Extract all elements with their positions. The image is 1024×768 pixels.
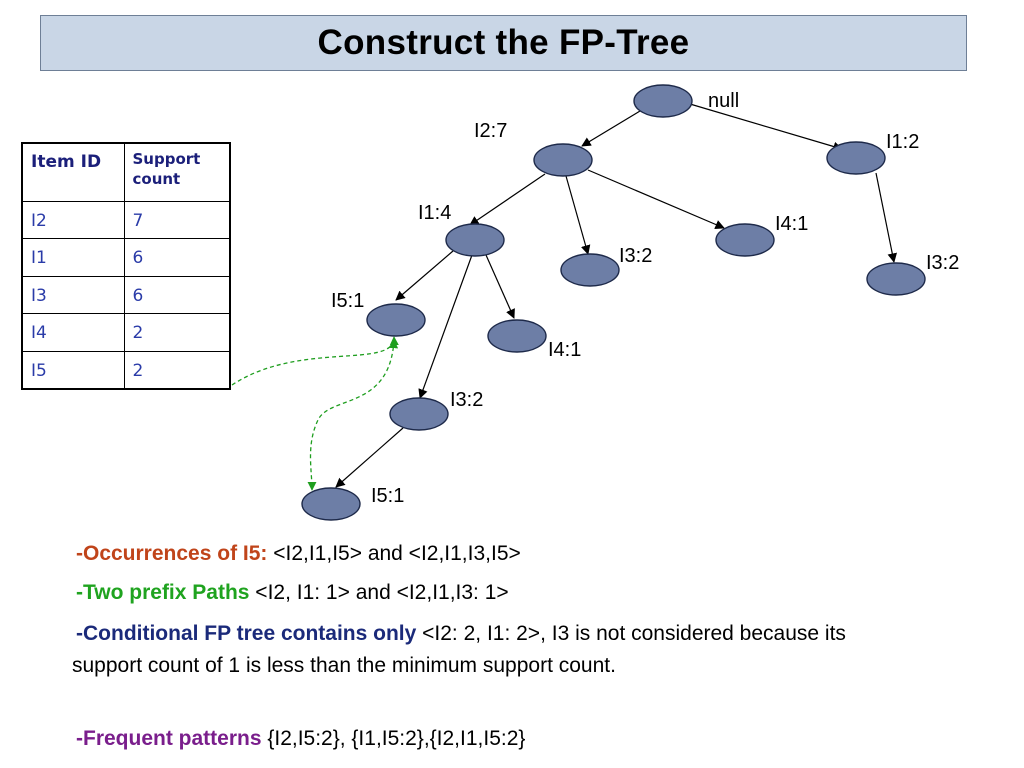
bullet-frequent-patterns: -Frequent patterns {I2,I5:2}, {I1,I5:2},… (76, 723, 525, 755)
node-link-i5-to-i5 (307, 339, 399, 491)
edge-i2-i4 (587, 169, 725, 230)
bullet-conditional-tree-head: -Conditional FP tree contains only (76, 622, 417, 645)
node-i1-top (826, 141, 886, 175)
slide-title: Construct the FP-Tree (317, 23, 690, 62)
item-cell: I4 (21, 313, 125, 352)
item-cell: I5 (21, 350, 125, 389)
label-root: null (708, 90, 739, 112)
edge-i1-i3 (418, 254, 473, 399)
count-cell: 7 (123, 200, 231, 239)
node-root (633, 84, 693, 118)
title-bar: Construct the FP-Tree (40, 15, 967, 71)
label-i3-a: I3:2 (619, 245, 652, 267)
edge-i1-i4 (485, 254, 515, 319)
edge-root-i2 (581, 110, 641, 147)
label-i1: I1:4 (418, 202, 451, 224)
bullet-conditional-tree-text: <I2: 2, I1: 2>, I3 is not considered bec… (72, 622, 846, 677)
node-i4-b (487, 319, 547, 353)
node-i1 (445, 223, 505, 257)
count-cell: 6 (123, 238, 231, 277)
item-cell: I1 (21, 238, 125, 277)
edge-i2-i3 (565, 175, 591, 255)
node-link-table-to-i5 (231, 336, 399, 386)
node-i5-b (301, 487, 361, 521)
label-i5-a: I5:1 (331, 290, 364, 312)
label-i4-a: I4:1 (775, 213, 808, 235)
edge-i3-i5 (335, 427, 404, 488)
label-i3-b: I3:2 (450, 389, 483, 411)
edge-root-i1 (689, 103, 843, 152)
table-row: I4 2 (21, 313, 231, 352)
edge-i2-i1 (469, 173, 546, 226)
node-i3-a (560, 253, 620, 287)
label-i4-b: I4:1 (548, 339, 581, 361)
bullet-occurrences-text: <I2,I1,I5> and <I2,I1,I3,I5> (267, 542, 521, 565)
header-support-line1: Support (132, 150, 201, 168)
table-header-row: Item ID Support count (21, 142, 231, 202)
edge-i1top-i3 (875, 172, 897, 263)
bullet-conditional-tree: -Conditional FP tree contains only <I2: … (72, 618, 852, 682)
bullet-prefix-paths-head: -Two prefix Paths (76, 581, 250, 604)
node-i3-right (866, 262, 926, 296)
bullet-prefix-paths-text: <I2, I1: 1> and <I2,I1,I3: 1> (249, 581, 509, 604)
table-row: I2 7 (21, 200, 231, 239)
header-support-line2: count (132, 170, 181, 188)
node-i3-b (389, 397, 449, 431)
label-i2: I2:7 (474, 120, 507, 142)
header-support-count: Support count (123, 142, 231, 202)
node-i5-a (366, 303, 426, 337)
bullet-occurrences: -Occurrences of I5: <I2,I1,I5> and <I2,I… (76, 538, 521, 570)
table-row: I5 2 (21, 350, 231, 389)
bullet-frequent-patterns-head: -Frequent patterns (76, 727, 262, 750)
label-i1-top: I1:2 (886, 131, 919, 153)
count-cell: 2 (123, 350, 231, 389)
bullet-frequent-patterns-text: {I2,I5:2}, {I1,I5:2},{I2,I1,I5:2} (261, 727, 526, 750)
node-i4-a (715, 223, 775, 257)
label-i3-right: I3:2 (926, 252, 959, 274)
table-row: I1 6 (21, 238, 231, 277)
bullet-occurrences-head: -Occurrences of I5: (76, 542, 268, 565)
bullet-prefix-paths: -Two prefix Paths <I2, I1: 1> and <I2,I1… (76, 577, 509, 609)
node-i2 (533, 143, 593, 177)
item-support-table: Item ID Support count I2 7 I1 6 I3 6 I4 … (21, 142, 231, 390)
item-cell: I3 (21, 275, 125, 314)
header-item-id: Item ID (21, 142, 125, 202)
label-i5-b: I5:1 (371, 485, 404, 507)
edge-i1-i5 (395, 250, 454, 301)
